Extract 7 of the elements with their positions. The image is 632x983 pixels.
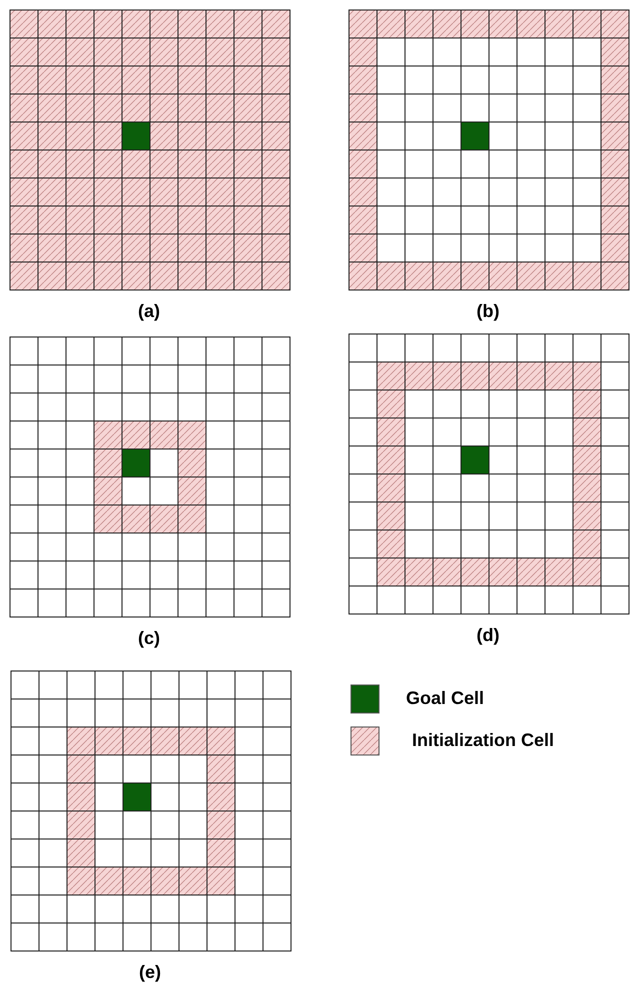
panel-label: (a) — [138, 301, 160, 322]
panel-label: (e) — [139, 962, 161, 983]
legend-label: Goal Cell — [406, 688, 484, 709]
panel-label: (d) — [476, 625, 500, 646]
panel-label: (c) — [138, 628, 160, 649]
legend-label: Initialization Cell — [412, 730, 554, 751]
panel-label: (b) — [476, 301, 500, 322]
